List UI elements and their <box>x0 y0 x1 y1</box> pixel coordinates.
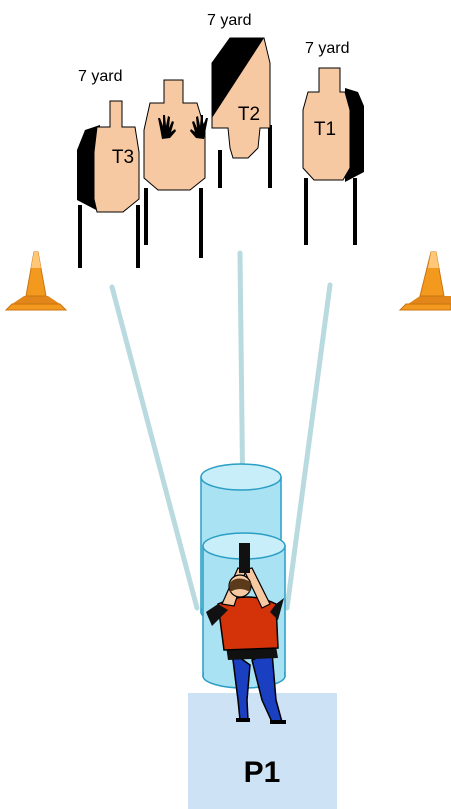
target-t3-label: T3 <box>112 147 134 168</box>
target-t2: T2 <box>211 37 272 188</box>
distance-label-t3: 7 yard <box>78 68 122 85</box>
distance-label-t1: 7 yard <box>305 40 349 57</box>
cone-left <box>4 251 68 311</box>
position-label: P1 <box>244 756 281 789</box>
shooter-figure <box>206 543 286 724</box>
sight-line-t3 <box>109 284 200 611</box>
hands-icon <box>158 115 208 139</box>
shooting-position-box <box>188 693 337 809</box>
sight-line-t1 <box>284 282 333 611</box>
distance-label-t2: 7 yard <box>207 12 251 29</box>
target-t3: T3 <box>77 100 140 268</box>
target-t2-hard-cover <box>212 38 264 118</box>
target-t1: T1 <box>302 67 364 245</box>
target-t2-label: T2 <box>238 104 260 125</box>
target-t1-label: T1 <box>314 119 336 140</box>
cone-right <box>398 251 451 311</box>
no-shoot-target <box>143 79 208 258</box>
